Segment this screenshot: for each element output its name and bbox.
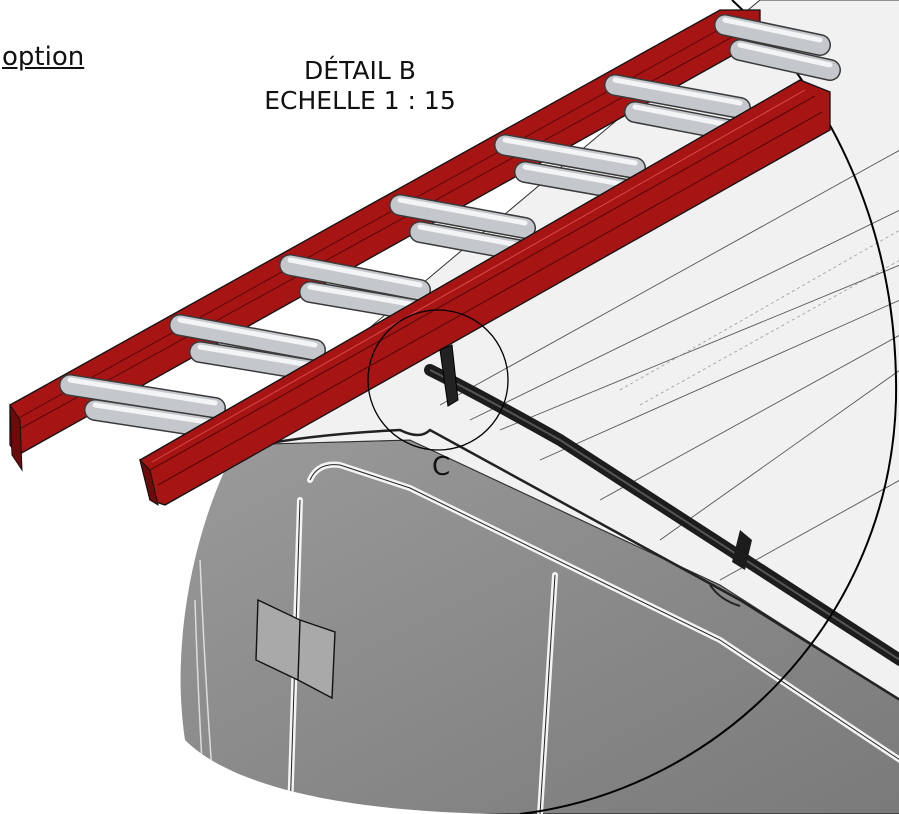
detail-title-block: DÉTAIL B ECHELLE 1 : 15	[230, 56, 490, 116]
door-hinge-block	[255, 598, 336, 700]
detail-scale: ECHELLE 1 : 15	[264, 86, 456, 115]
callout-circle-c	[367, 309, 509, 451]
ladder-roller-highlight	[737, 42, 833, 68]
option-label: option	[2, 42, 85, 72]
callout-label-c: C	[432, 452, 451, 482]
ladder-roller-highlight	[722, 17, 823, 43]
ladder-roller-highlight	[177, 317, 318, 348]
front-rail-group	[9, 79, 831, 507]
roof-rib-lines	[439, 149, 899, 581]
roller-set	[59, 14, 841, 443]
ladder-roller	[495, 135, 645, 178]
rail-end-cap	[139, 458, 159, 507]
ladder-roller	[60, 375, 225, 418]
ladder-roller	[730, 40, 840, 80]
ladder-roller	[605, 75, 750, 118]
cable-clip	[732, 530, 752, 570]
ladder-roller	[280, 255, 430, 300]
roof-dashed-lines	[619, 229, 899, 406]
ladder-roller	[715, 15, 830, 55]
detail-title: DÉTAIL B	[304, 56, 416, 85]
ladder-roller-highlight	[502, 137, 638, 166]
ladder-roller-highlight	[67, 377, 218, 406]
mount-bracket	[439, 344, 459, 407]
ladder-roller-highlight	[612, 77, 743, 106]
ladder-roller-highlight	[397, 197, 528, 226]
ladder-roller	[390, 195, 535, 238]
ladder-roller-highlight	[287, 257, 423, 288]
ladder-roller	[170, 315, 325, 360]
